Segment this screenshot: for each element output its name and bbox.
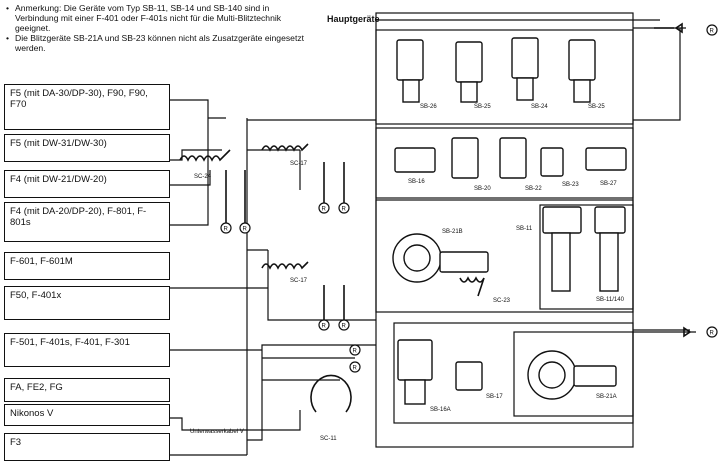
- svg-text:R: R: [353, 366, 358, 372]
- flash-unit-icon: [499, 137, 527, 179]
- camera-label: F-601, F-601M: [10, 256, 73, 267]
- socket-icon: [706, 24, 718, 36]
- note-item: Die Blitzgeräte SB-21A und SB-23 können …: [6, 33, 306, 53]
- flash-unit-icon: [568, 39, 596, 81]
- flash-unit-icon: [455, 361, 483, 391]
- flash-unit-icon: [573, 365, 617, 387]
- flash-unit-icon: [404, 379, 426, 405]
- row1-frame: [375, 29, 634, 125]
- svg-text:R: R: [710, 29, 715, 35]
- row4-inner-frame: [513, 331, 634, 417]
- camera-box: F-501, F-401s, F-401, F-301: [4, 333, 170, 367]
- flash-unit-icon: [594, 206, 626, 234]
- wiring: [170, 19, 690, 456]
- camera-box: F4 (mit DW-21/DW-20): [4, 170, 170, 198]
- plug-cable-icon: [225, 22, 692, 338]
- connector-label-sc-a: SC-24: [194, 174, 212, 180]
- flash-unit-icon: [394, 147, 436, 173]
- svg-text:R: R: [342, 207, 347, 213]
- flash-unit-icon: [402, 79, 420, 103]
- camera-label: F3: [10, 437, 22, 448]
- connector-label-sc-b: SC-17: [290, 161, 308, 167]
- flash-label: SB-21A: [596, 394, 617, 400]
- flash-label: SB-22: [525, 186, 542, 192]
- svg-text:R: R: [322, 207, 327, 213]
- flash-label: SB-11: [516, 226, 533, 232]
- flash-unit-icon: [396, 39, 424, 81]
- camera-label: F-501, F-401s, F-401, F-301: [10, 337, 130, 348]
- flash-label: SB-25: [474, 104, 491, 110]
- flash-unit-icon: [551, 232, 571, 292]
- coil-cable-icon: [261, 143, 309, 152]
- camera-label: FA, FE2, FG: [10, 382, 63, 393]
- svg-text:R: R: [243, 227, 248, 233]
- camera-box: F5 (mit DA-30/DP-30), F90, F90, F70: [4, 84, 170, 130]
- camera-box: FA, FE2, FG: [4, 378, 170, 402]
- flash-unit-icon: [542, 206, 582, 234]
- connector-label-sc-c: SC-17: [290, 278, 308, 284]
- camera-box: Nikonos V: [4, 404, 170, 426]
- camera-box: F50, F-401x: [4, 286, 170, 320]
- main-units-label: Hauptgeräte: [327, 14, 380, 24]
- notes: Anmerkung: Die Geräte vom Typ SB-11, SB-…: [6, 3, 306, 53]
- flash-label: SB-21B: [442, 229, 463, 235]
- svg-text:R: R: [710, 331, 715, 337]
- camera-label: F5 (mit DA-30/DP-30), F90, F90, F70: [10, 88, 148, 110]
- coil-cable-icon: [179, 149, 231, 162]
- socket-icon: [349, 344, 361, 356]
- flash-label: SB-26: [420, 104, 437, 110]
- flash-label: SB-27: [600, 181, 617, 187]
- svg-text:R: R: [224, 227, 229, 233]
- row3-inner-frame: [539, 204, 634, 310]
- flash-unit-icon: [460, 81, 478, 103]
- flash-label: SB-23: [562, 182, 579, 188]
- flash-unit-icon: [540, 147, 564, 177]
- camera-box: F5 (mit DW-31/DW-30): [4, 134, 170, 162]
- camera-box: F4 (mit DA-20/DP-20), F-801, F-801s: [4, 202, 170, 242]
- socket-icon: [706, 326, 718, 338]
- flash-unit-icon: [451, 137, 479, 179]
- flash-label: SB-16: [408, 179, 425, 185]
- camera-label: F4 (mit DW-21/DW-20): [10, 174, 107, 185]
- coil-cable-icon: [459, 276, 485, 297]
- coil-cable-icon: [310, 374, 352, 413]
- flash-label: SB-16A: [430, 407, 451, 413]
- flash-unit-icon: [585, 147, 627, 171]
- camera-label: F50, F-401x: [10, 290, 62, 301]
- flash-label: SB-11/140: [596, 297, 625, 303]
- flash-label: SB-20: [474, 186, 491, 192]
- camera-box: F-601, F-601M: [4, 252, 170, 280]
- flash-unit-icon: [397, 339, 433, 381]
- note-item: Anmerkung: Die Geräte vom Typ SB-11, SB-…: [6, 3, 306, 33]
- camera-label: Nikonos V: [10, 408, 54, 419]
- flash-unit-icon: [573, 79, 591, 103]
- row2-frame: [375, 127, 634, 199]
- ring-flash-icon: [538, 361, 566, 389]
- flash-unit-icon: [455, 41, 483, 83]
- connector-label-sc-e: SC-23: [493, 298, 511, 304]
- svg-text:R: R: [342, 324, 347, 330]
- camera-box: F3: [4, 433, 170, 461]
- flash-unit-icon: [599, 232, 619, 292]
- camera-label: F5 (mit DW-31/DW-30): [10, 138, 107, 149]
- coil-cable-icon: [261, 261, 309, 270]
- flash-label: SB-17: [486, 394, 503, 400]
- wiring-right: [633, 27, 696, 333]
- flash-unit-icon: [516, 77, 534, 101]
- connector-label-nikonos: Unterwasserkabel V: [190, 429, 244, 435]
- svg-text:R: R: [353, 349, 358, 355]
- flash-label: SB-24: [531, 104, 548, 110]
- connector-label-sc-d: SC-11: [320, 436, 337, 442]
- ring-flash-icon: [403, 244, 431, 272]
- socket-icon: [349, 361, 361, 373]
- svg-text:R: R: [322, 324, 327, 330]
- camera-label: F4 (mit DA-20/DP-20), F-801, F-801s: [10, 206, 147, 228]
- flash-label: SB-25: [588, 104, 605, 110]
- flash-unit-icon: [439, 251, 489, 273]
- flash-unit-icon: [511, 37, 539, 79]
